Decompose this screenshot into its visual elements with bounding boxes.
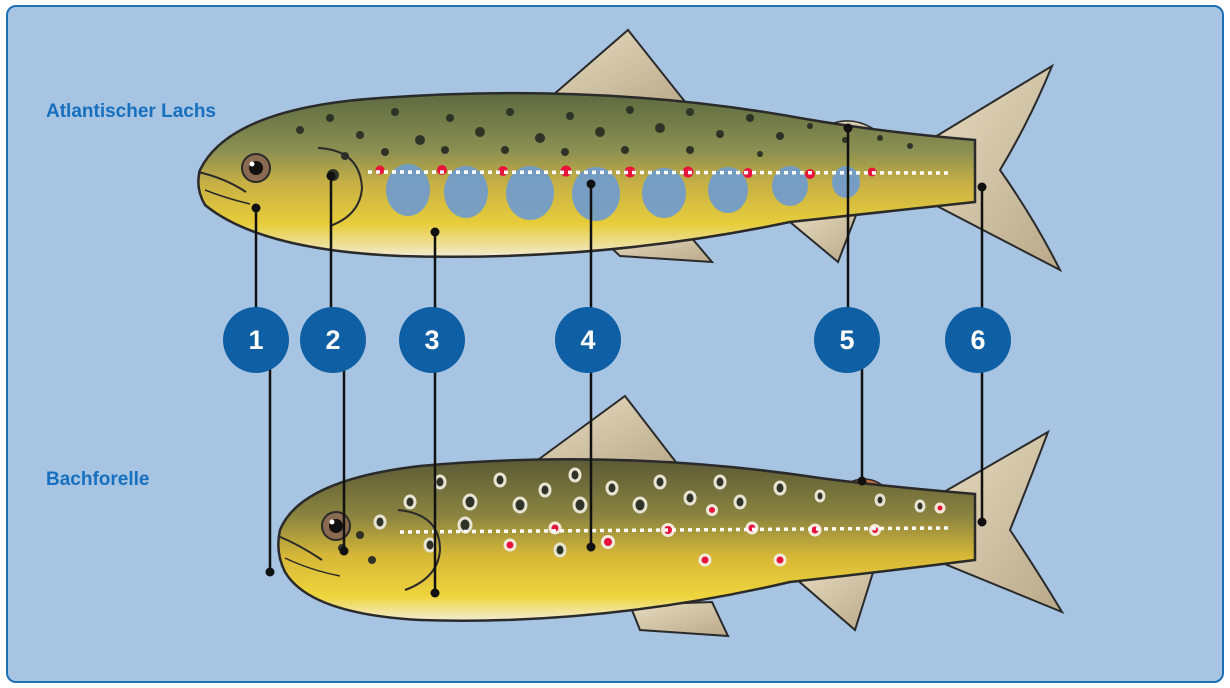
marker-4-label: 4 [580,325,595,355]
marker-5: 5 [814,307,880,373]
marker-2: 2 [300,307,366,373]
trout-illustration [278,396,1062,636]
marker-2-label: 2 [325,325,340,355]
marker-5-label: 5 [839,325,854,355]
marker-6: 6 [945,307,1011,373]
salmon-illustration [198,30,1060,270]
marker-3: 3 [399,307,465,373]
marker-3-label: 3 [424,325,439,355]
marker-1: 1 [223,307,289,373]
marker-1-label: 1 [248,325,263,355]
marker-4: 4 [555,307,621,373]
marker-6-label: 6 [970,325,985,355]
trout-body [278,459,975,620]
